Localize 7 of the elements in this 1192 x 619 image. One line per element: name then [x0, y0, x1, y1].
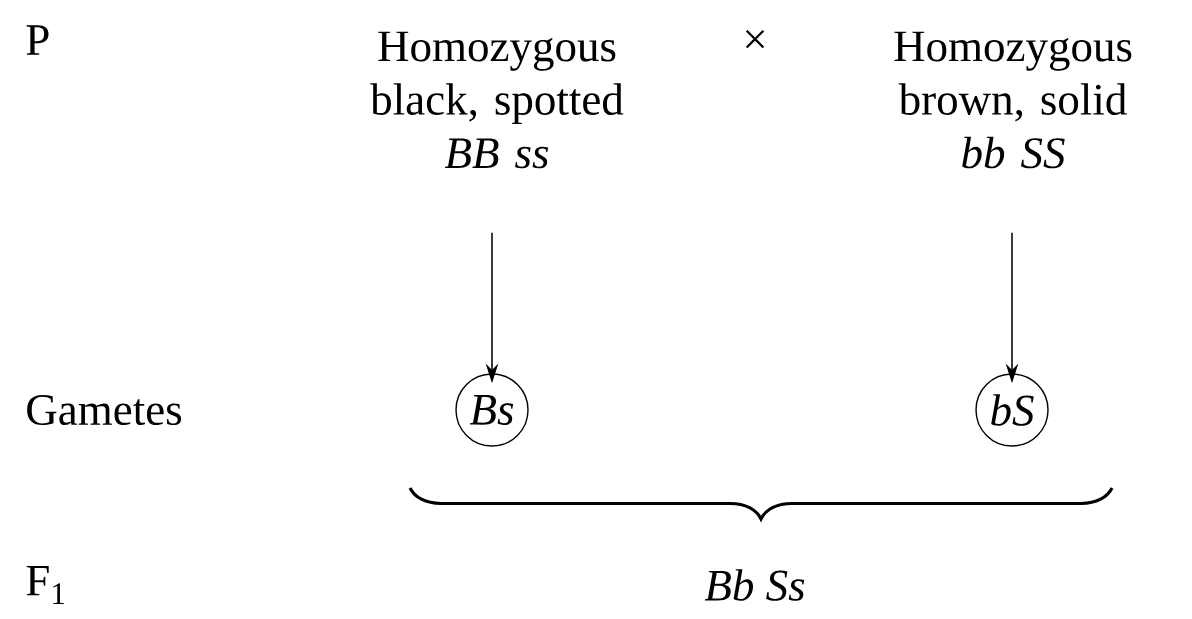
row-label: Gametes — [27, 394, 182, 426]
row-label: P — [26, 25, 49, 55]
cross-sign: × — [745, 29, 765, 49]
offspring-genotype: Bb Ss — [704, 569, 805, 601]
genotype-text: Homozygous black, spotted BB ss — [370, 31, 624, 169]
row-label: F$_{1}$ — [26, 565, 65, 605]
genotype-text: Homozygous brown, solid bb SS — [894, 31, 1132, 169]
